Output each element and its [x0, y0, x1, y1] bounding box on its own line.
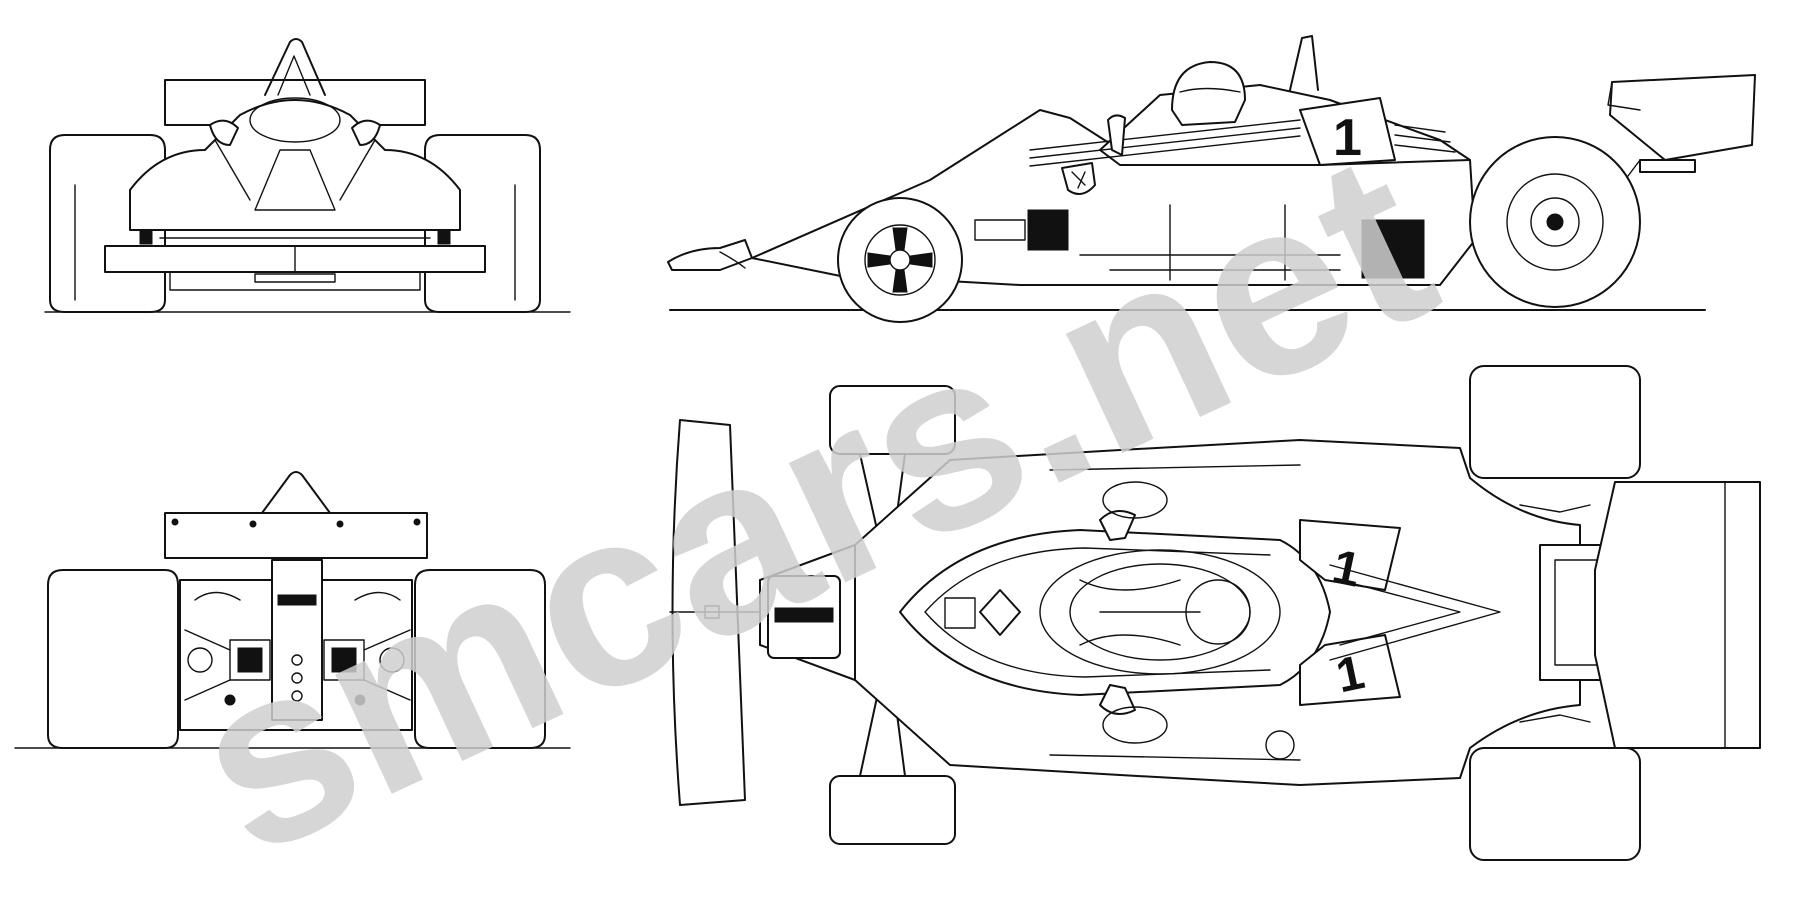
- side-number-label: 1: [1333, 109, 1362, 167]
- front-view: [44, 38, 571, 313]
- side-view: 1: [667, 35, 1756, 323]
- rear-view: [14, 471, 571, 749]
- top-view: 1 1: [669, 365, 1761, 861]
